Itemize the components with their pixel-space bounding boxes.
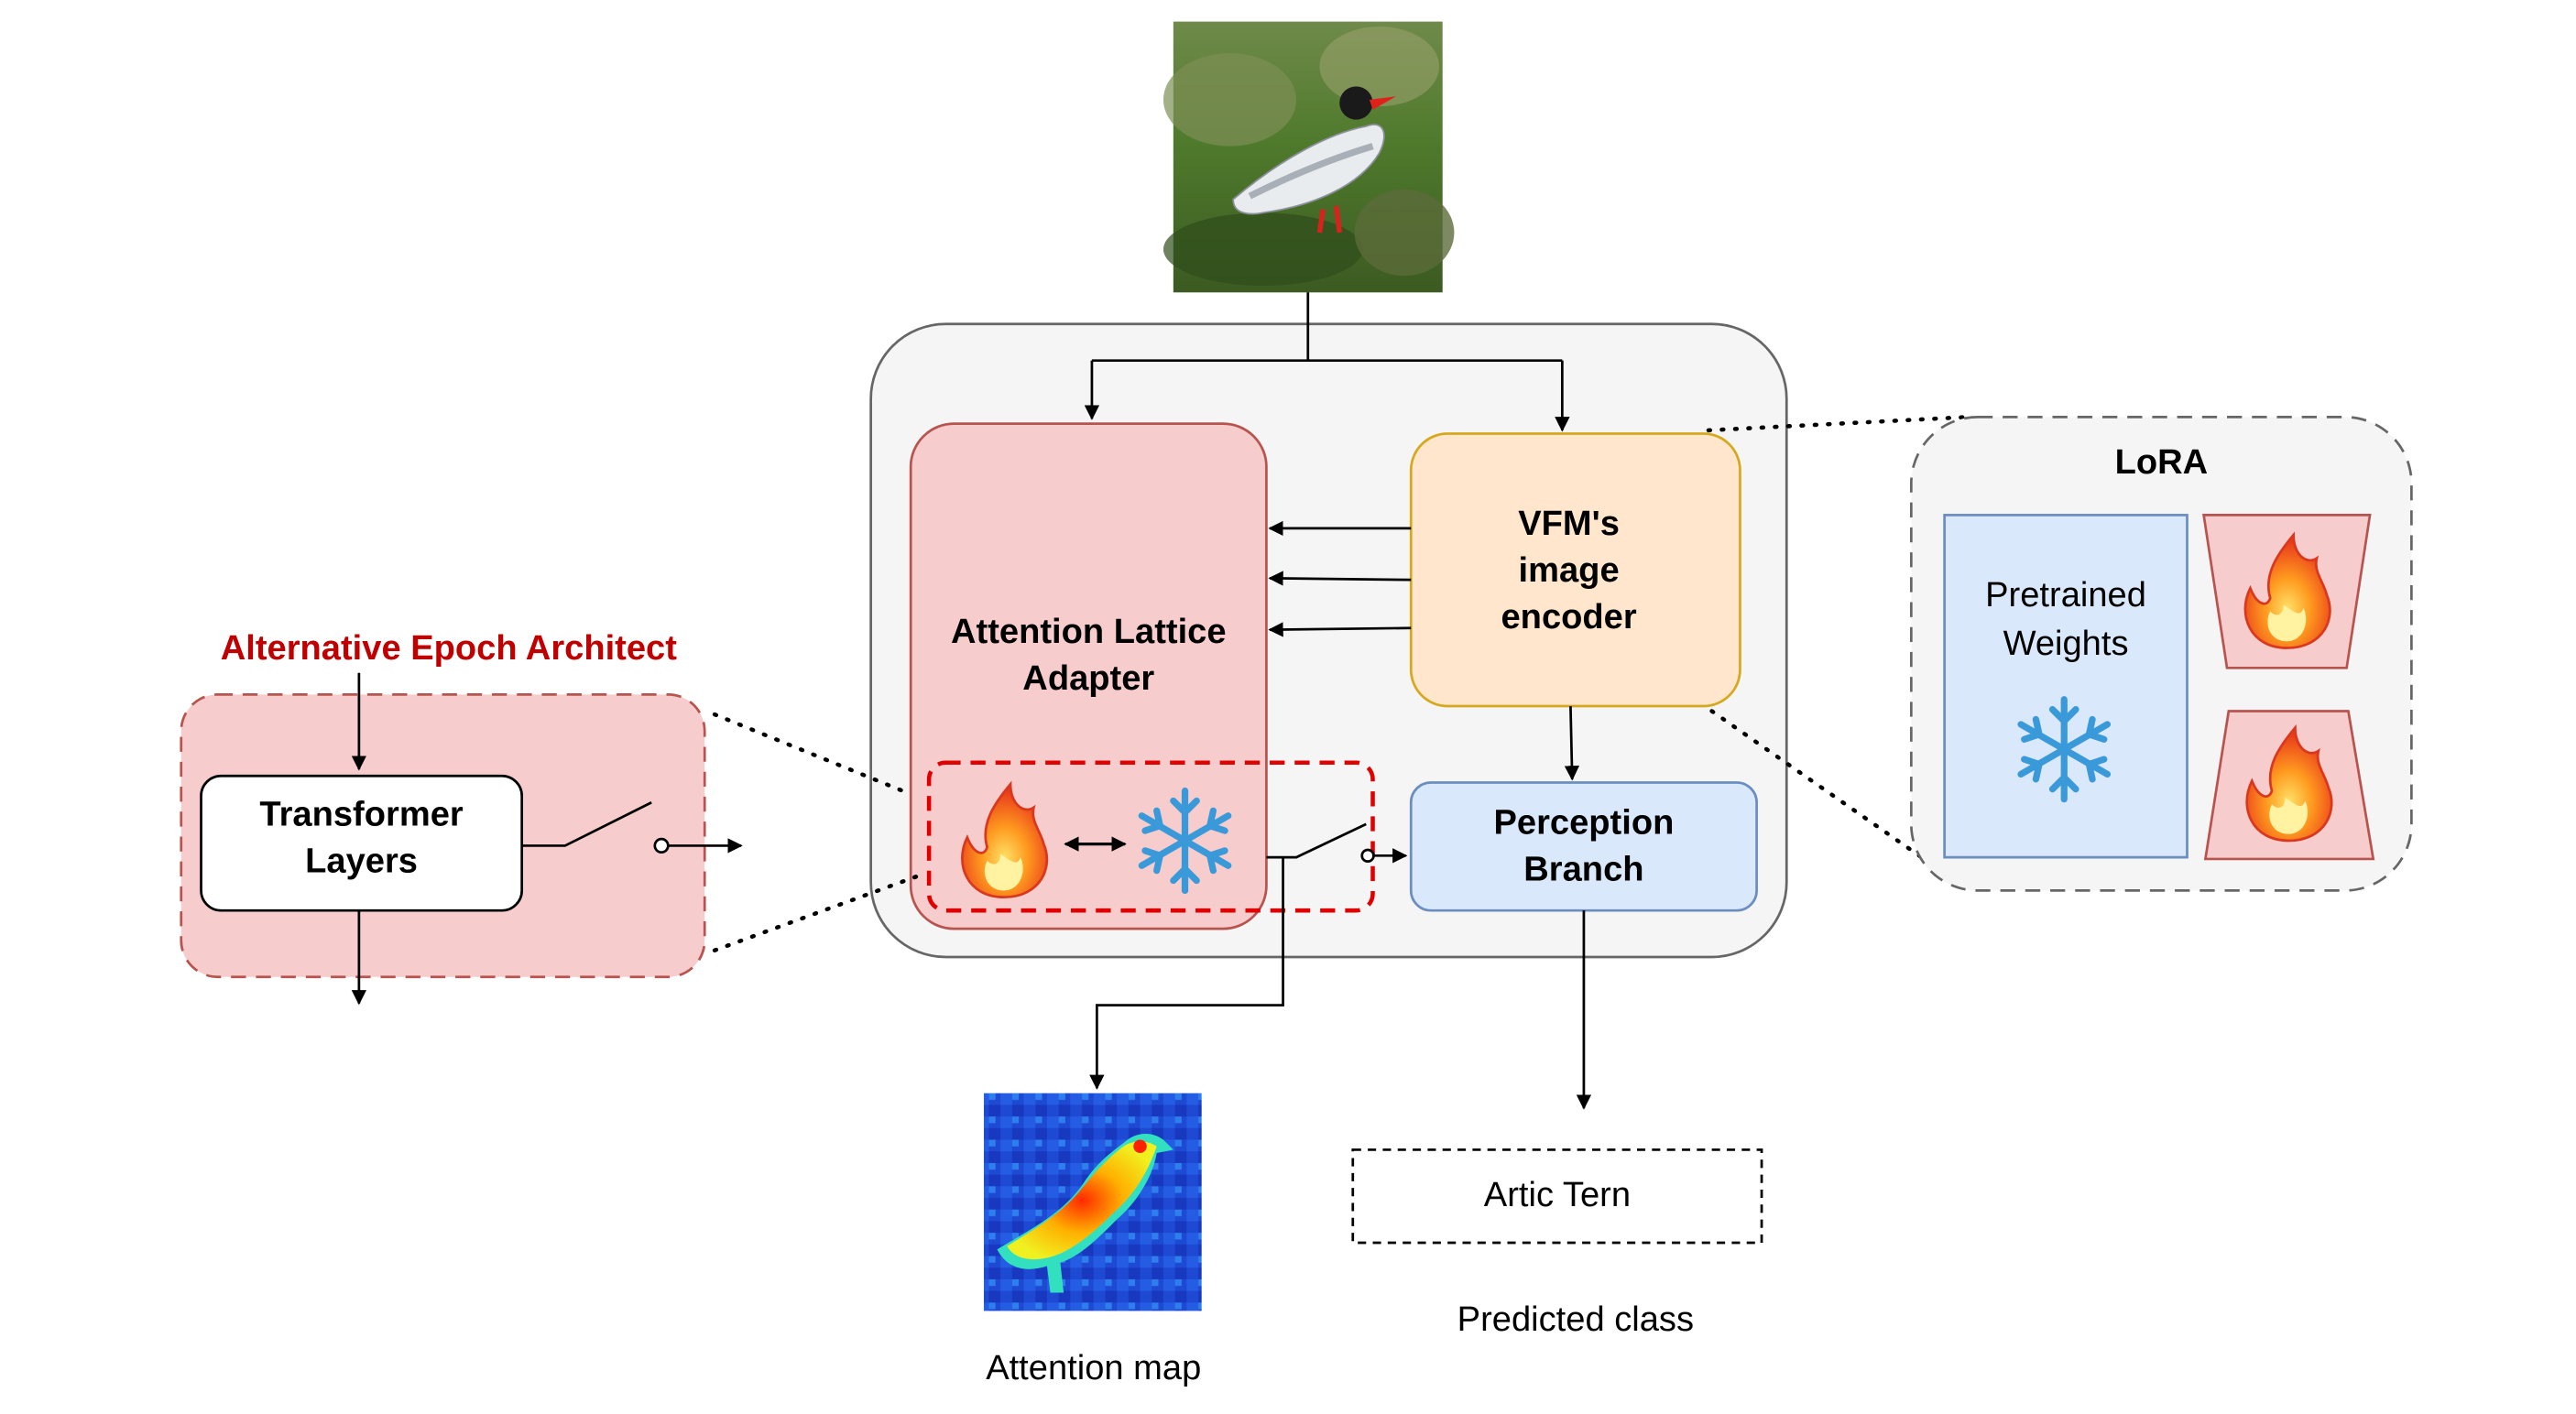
vfm-image-encoder <box>1409 432 1741 708</box>
attention-map-caption: Attention map <box>986 1349 1202 1387</box>
alt-title: Alternative Epoch Architect <box>220 629 677 669</box>
transformer-label: Transformer Layers <box>259 796 464 881</box>
switch-icon <box>521 801 743 854</box>
encoder-label: VFM's image encoder <box>1501 505 1637 636</box>
bird-photo <box>1162 21 1455 293</box>
lora-title: LoRA <box>2114 443 2209 483</box>
output-class-text: Artic Tern <box>1483 1176 1632 1215</box>
attention-heatmap <box>984 1093 1202 1311</box>
switch-icon <box>1266 822 1408 864</box>
predicted-class-box <box>1351 1148 1763 1245</box>
adapter-label: Attention Lattice Adapter <box>951 613 1227 698</box>
perception-label: Perception Branch <box>1493 804 1675 889</box>
pretrained-label: Pretrained Weights <box>1985 576 2146 663</box>
transformer-layers-box <box>200 774 524 912</box>
predicted-class-caption: Predicted class <box>1457 1300 1695 1340</box>
pretrained-weights-box <box>1943 514 2189 859</box>
adapter-training-region <box>926 760 1375 913</box>
